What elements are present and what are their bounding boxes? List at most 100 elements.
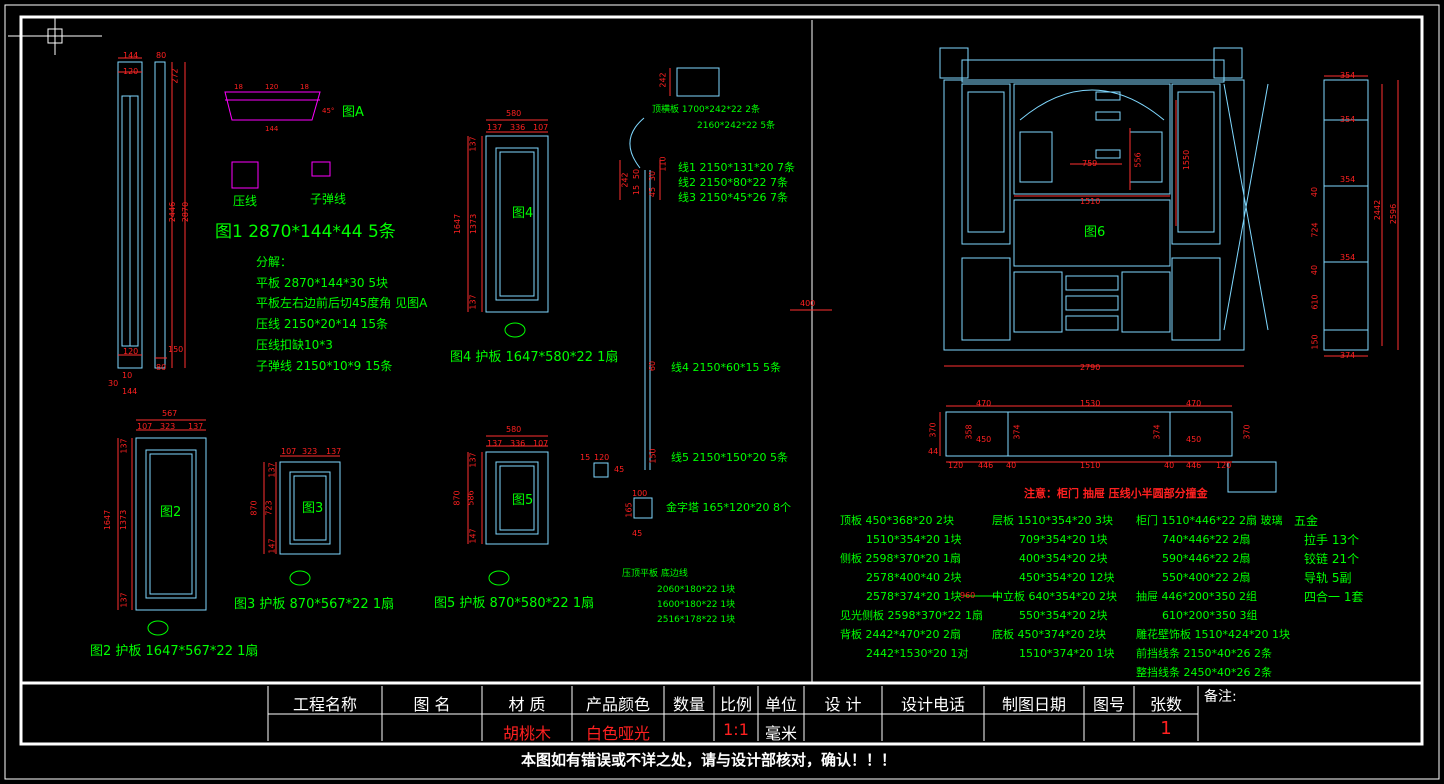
side-dim-0: 354 <box>1340 71 1356 80</box>
mat-col1-0: 顶板 450*368*20 2块 <box>840 514 954 527</box>
fig5-dim-w2: 336 <box>510 439 526 448</box>
tb-value-unit: 毫米 <box>764 724 797 743</box>
tb-header-design: 设 计 <box>824 695 862 714</box>
gold-dim-2: 45 <box>632 529 643 538</box>
profile-dim-2: 50 <box>632 168 642 180</box>
fig2-dim-h2: 1373 <box>119 509 129 531</box>
cabinet-plan-view <box>945 411 1277 493</box>
footer-warning: 本图如有错误或不详之处，请与设计部核对，确认！！！ <box>521 751 897 769</box>
figA-d3: 18 <box>300 83 309 91</box>
fig1-dim-s3: 144 <box>122 387 138 396</box>
profile-dim-5: 110 <box>658 156 668 172</box>
profile-dims <box>619 68 671 200</box>
fig5-caption: 图5 护板 870*580*22 1扇 <box>434 596 595 611</box>
under-title: 压顶平板 底边线 <box>622 569 688 579</box>
fig2-name: 图2 <box>160 505 182 520</box>
plan-bottom-5: 446 <box>1186 461 1202 470</box>
fig4-caption: 图4 护板 1647*580*22 1扇 <box>450 350 619 365</box>
side-dim-9: 40 <box>1310 264 1320 276</box>
profile-line4-dim: 60 <box>648 360 658 372</box>
tb-value-sheets: 1 <box>1160 718 1172 739</box>
profile-line5-dim: 150 <box>648 448 658 464</box>
tb-remark-label: 备注: <box>1204 689 1237 705</box>
fig5-dim-h2: 586 <box>466 490 476 506</box>
profile-crown-0: 顶横板 1700*242*22 2条 <box>652 105 760 115</box>
figA-d4: 144 <box>265 125 279 133</box>
mat-col1-7: 2442*1530*20 1对 <box>866 647 969 660</box>
gold-dim-1: 165 <box>624 502 634 518</box>
plan-left-3: 374 <box>1012 424 1022 440</box>
mat-col3-2: 590*446*22 2扇 <box>1162 552 1251 565</box>
mat-col2-2: 400*354*20 2块 <box>1019 552 1108 565</box>
profile-side-dim-2: 45 <box>614 465 625 474</box>
profile-crown-1: 2160*242*22 5条 <box>697 121 776 131</box>
fig1-dim-h3: 2870 <box>181 201 191 223</box>
fig4-panel <box>485 135 549 313</box>
fig2-dim-w1: 107 <box>137 422 153 431</box>
fig1-dim-h1: 272 <box>170 68 180 84</box>
side-dim-11: 150 <box>1310 334 1320 350</box>
fig5-dim-w: 580 <box>506 425 522 434</box>
figA-d2: 120 <box>265 83 279 91</box>
fig1-breakdown-3: 压线扣缺10*3 <box>256 338 333 352</box>
side-dim-5: 2442 <box>1373 199 1383 221</box>
tb-header-project: 工程名称 <box>292 695 357 714</box>
tb-value-scale: 1:1 <box>723 720 749 739</box>
mat-col2-dim: 960 <box>960 591 976 600</box>
outer-frame <box>19 15 1424 746</box>
plan-left-0: 370 <box>928 422 938 438</box>
fig1-dim-b3: 80 <box>156 363 167 372</box>
fig3-name: 图3 <box>302 501 324 516</box>
fig4-dim-h3: 137 <box>468 294 478 310</box>
side-dim-7: 40 <box>1310 186 1320 198</box>
profile-side-dim-0: 15 <box>580 453 591 462</box>
mat-col1-4: 2578*374*20 1块 <box>866 590 962 603</box>
fig2-caption: 图2 护板 1647*567*22 1扇 <box>90 644 259 659</box>
title-block-grid <box>267 686 1199 741</box>
fig3-dim-h3: 147 <box>267 538 277 554</box>
profile-top-dim: 242 <box>658 72 668 88</box>
fig1-dim-s2: 10 <box>122 371 133 380</box>
fig3-dim-w2: 323 <box>302 447 318 456</box>
cabinet-side-view <box>1323 79 1369 351</box>
fig5-name: 图5 <box>512 493 534 508</box>
fig5-panel <box>485 451 549 545</box>
profile-line-2: 线2 2150*80*22 7条 <box>678 176 788 189</box>
fig4-dim-h2: 1373 <box>469 213 479 235</box>
fig5-dims <box>467 435 548 544</box>
fig6-name: 图6 <box>1084 225 1106 240</box>
tb-header-drawing-name: 图 名 <box>413 695 451 714</box>
profile-dim-0: 242 <box>620 172 630 188</box>
tb-header-qty: 数量 <box>672 695 705 714</box>
under-1: 1600*180*22 1块 <box>657 600 736 610</box>
figA-press-line: 压线 <box>233 194 258 208</box>
mat-col2-7: 1510*374*20 1块 <box>1019 647 1115 660</box>
tb-header-color: 产品颜色 <box>585 695 650 714</box>
fig6-w-mid: 1510 <box>1080 197 1101 206</box>
fig1-breakdown-0: 平板 2870*144*30 5块 <box>256 276 388 290</box>
tb-header-scale: 比例 <box>719 695 752 714</box>
cabinet-dims <box>944 100 1244 367</box>
fig1-breakdown-1: 平板左右边前后切45度角 见图A <box>256 296 428 310</box>
fig3-caption: 图3 护板 870*567*22 1扇 <box>234 597 395 612</box>
crosshair-cursor-icon <box>8 18 102 55</box>
mat-col2-6: 底板 450*374*20 2块 <box>992 628 1106 641</box>
fig1-post <box>117 61 166 369</box>
profile-dim-4: 30 <box>648 170 658 182</box>
mat-col3-8: 整挡线条 2450*40*26 2条 <box>1136 666 1272 679</box>
fig6-h-niche: 556 <box>1133 152 1143 168</box>
tb-header-material: 材 质 <box>508 695 546 714</box>
profile-dim-3: 45 <box>648 186 658 198</box>
gold-dim-0: 100 <box>632 489 648 498</box>
profile-dim-1: 15 <box>632 184 642 196</box>
mat-col2-1: 709*354*20 1块 <box>1019 533 1108 546</box>
plan-right-0: 374 <box>1152 424 1162 440</box>
tb-header-unit: 单位 <box>764 695 797 714</box>
plan-right-2: 370 <box>1242 424 1252 440</box>
plan-bottom-0: 120 <box>948 461 964 470</box>
fig1-dim-w2: 120 <box>123 67 139 76</box>
fig1-dim-b2: 150 <box>168 345 184 354</box>
mat-col2-5: 550*354*20 2块 <box>1019 609 1108 622</box>
fig4-dim-w: 580 <box>506 109 522 118</box>
